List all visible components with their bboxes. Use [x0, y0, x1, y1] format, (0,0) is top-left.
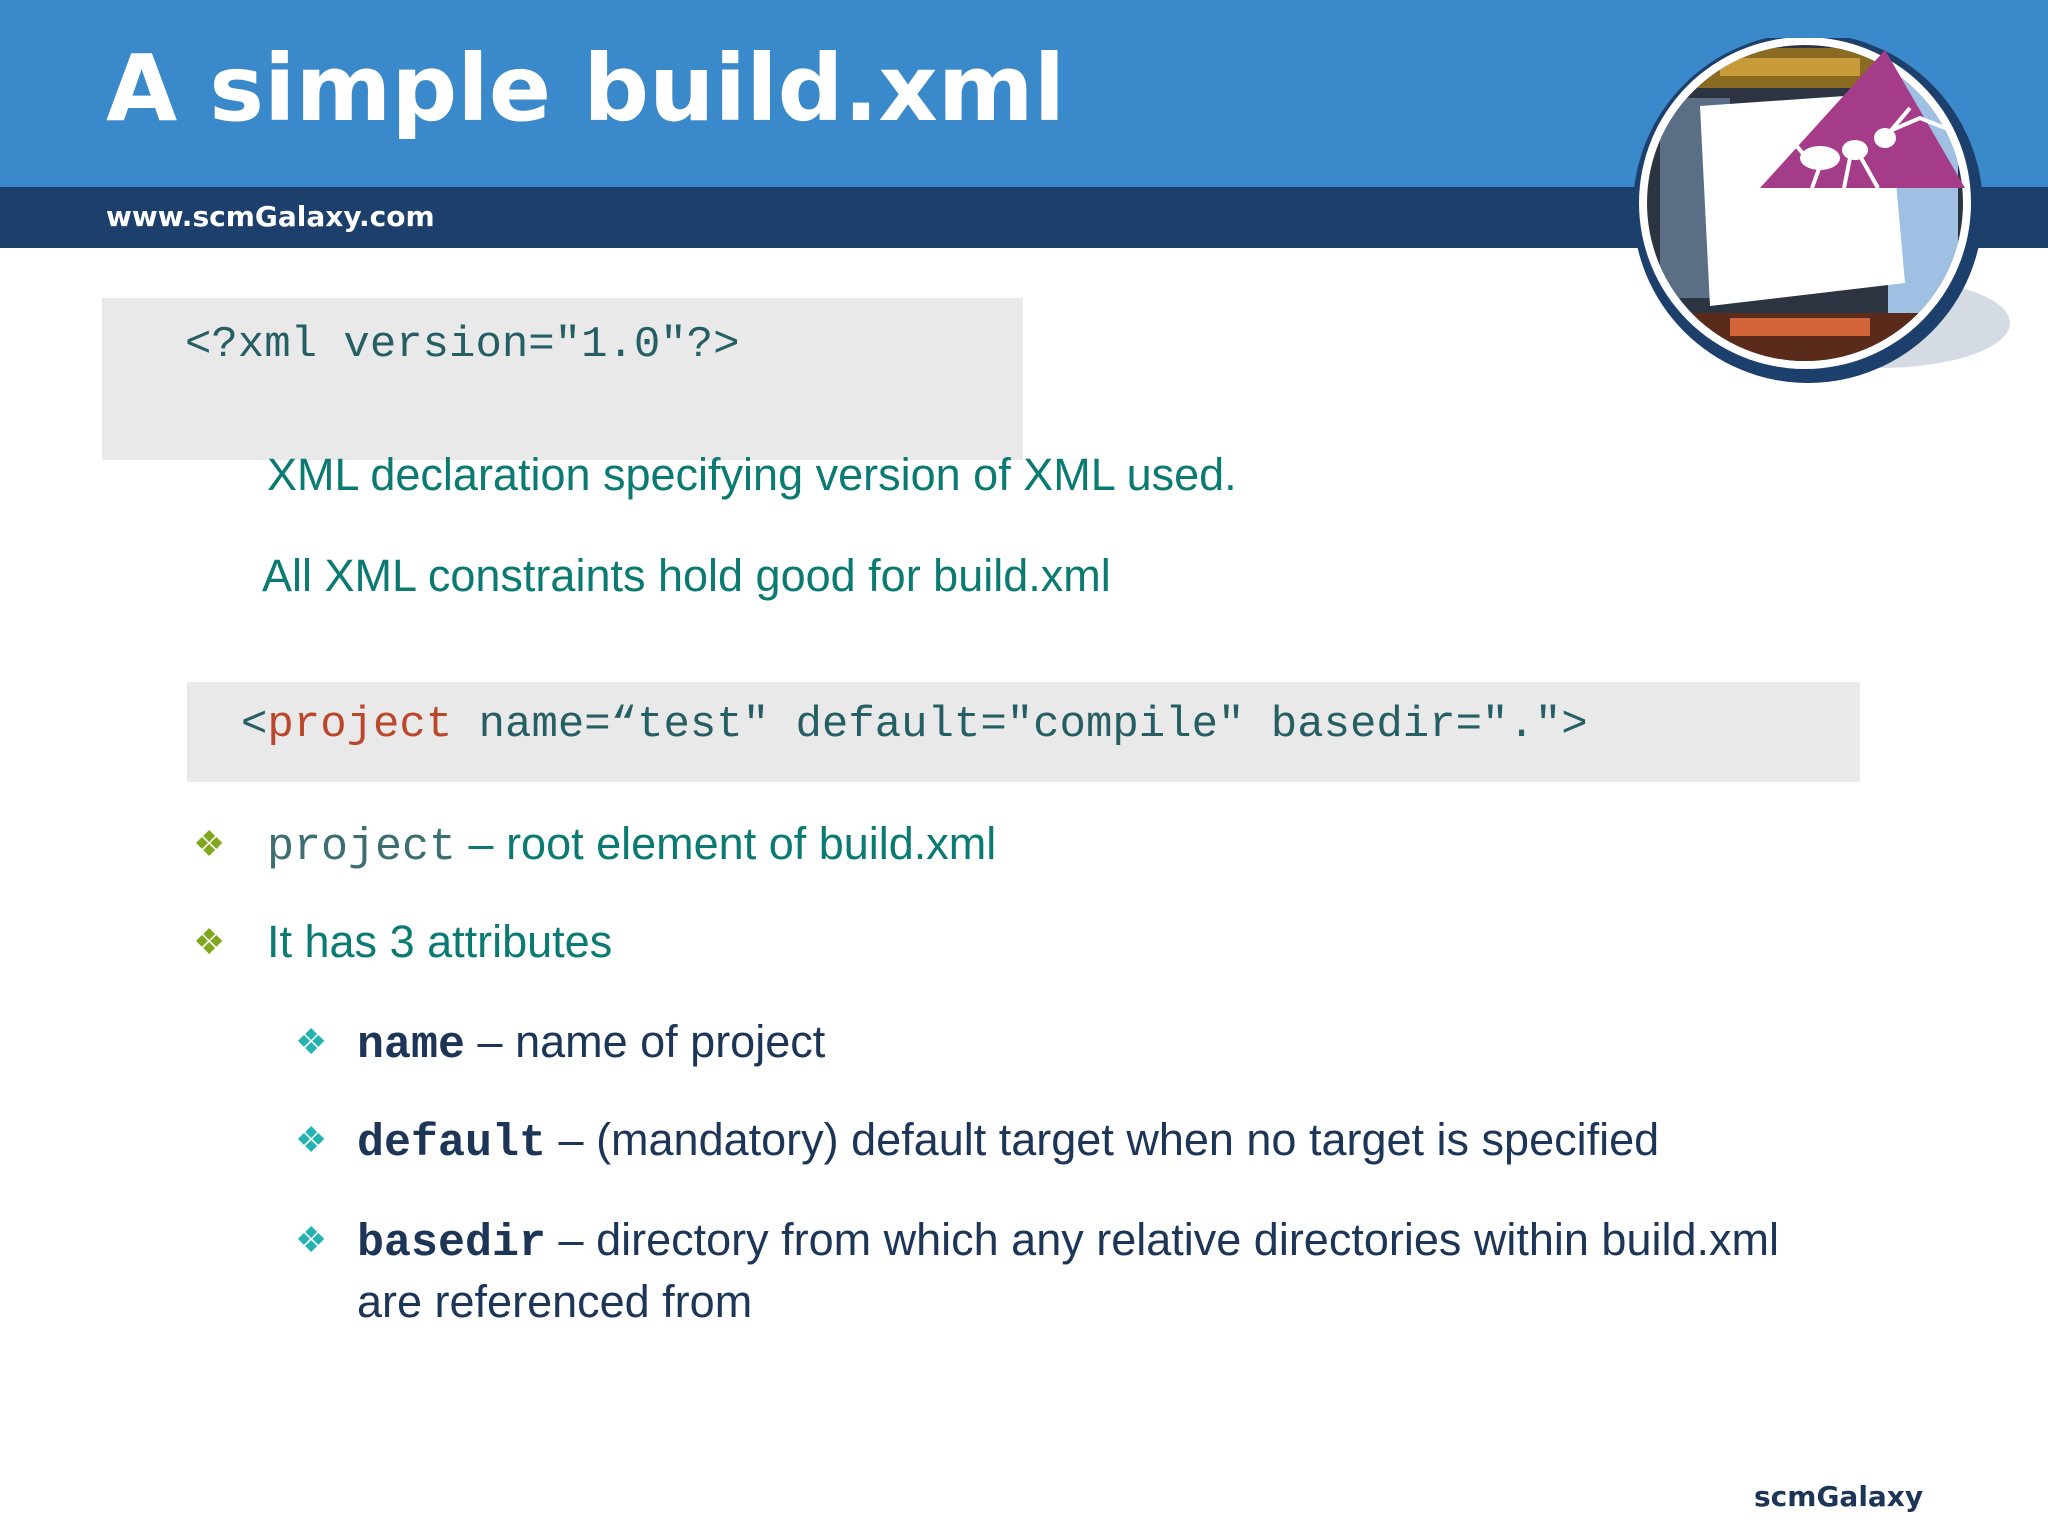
- diamond-bullet-icon: ❖: [193, 921, 226, 962]
- sub-bullet-basedir-continued: are referenced from: [357, 1276, 753, 1327]
- diamond-bullet-icon: ❖: [295, 1119, 328, 1160]
- xml-declaration-code: <?xml version="1.0"?>: [185, 320, 740, 370]
- bullet-text-project: – root element of build.xml: [456, 818, 997, 869]
- attr-name-text: – name of project: [465, 1016, 826, 1067]
- xml-declaration-code-box: <?xml version="1.0"?>: [102, 298, 1023, 460]
- sub-bullet-basedir: basedir – directory from which any relat…: [357, 1214, 1779, 1269]
- diamond-bullet-icon: ❖: [193, 823, 226, 864]
- sub-bullet-name: name – name of project: [357, 1016, 825, 1071]
- bullet-attributes-count: It has 3 attributes: [267, 916, 613, 967]
- diamond-bullet-icon: ❖: [295, 1021, 328, 1062]
- note-xml-constraints: All XML constraints hold good for build.…: [262, 550, 1111, 601]
- site-url: www.scmGalaxy.com: [106, 200, 435, 233]
- sub-bullet-default: default – (mandatory) default target whe…: [357, 1114, 1659, 1169]
- project-element-code-box: <project name=“test" default="compile" b…: [187, 682, 1860, 782]
- slide-title: A simple build.xml: [106, 35, 1066, 142]
- project-element-code: <project name=“test" default="compile" b…: [241, 700, 1588, 750]
- footer-brand: scmGalaxy: [1754, 1480, 1924, 1513]
- attr-name-code: name: [357, 1020, 466, 1071]
- code-project-attributes: name=“test" default="compile" basedir=".…: [452, 700, 1588, 750]
- code-project-keyword: project: [267, 700, 453, 750]
- bullet-code-project: project: [267, 822, 457, 873]
- attr-basedir-code: basedir: [357, 1218, 547, 1269]
- note-xml-declaration: XML declaration specifying version of XM…: [267, 449, 1237, 500]
- ant-logo-icon: [1633, 38, 2010, 383]
- attr-default-code: default: [357, 1118, 547, 1169]
- attr-basedir-text: – directory from which any relative dire…: [546, 1214, 1779, 1265]
- diamond-bullet-icon: ❖: [295, 1219, 328, 1260]
- code-open-bracket: <: [241, 700, 268, 750]
- attr-default-text: – (mandatory) default target when no tar…: [546, 1114, 1660, 1165]
- bullet-project-root: project – root element of build.xml: [267, 818, 996, 873]
